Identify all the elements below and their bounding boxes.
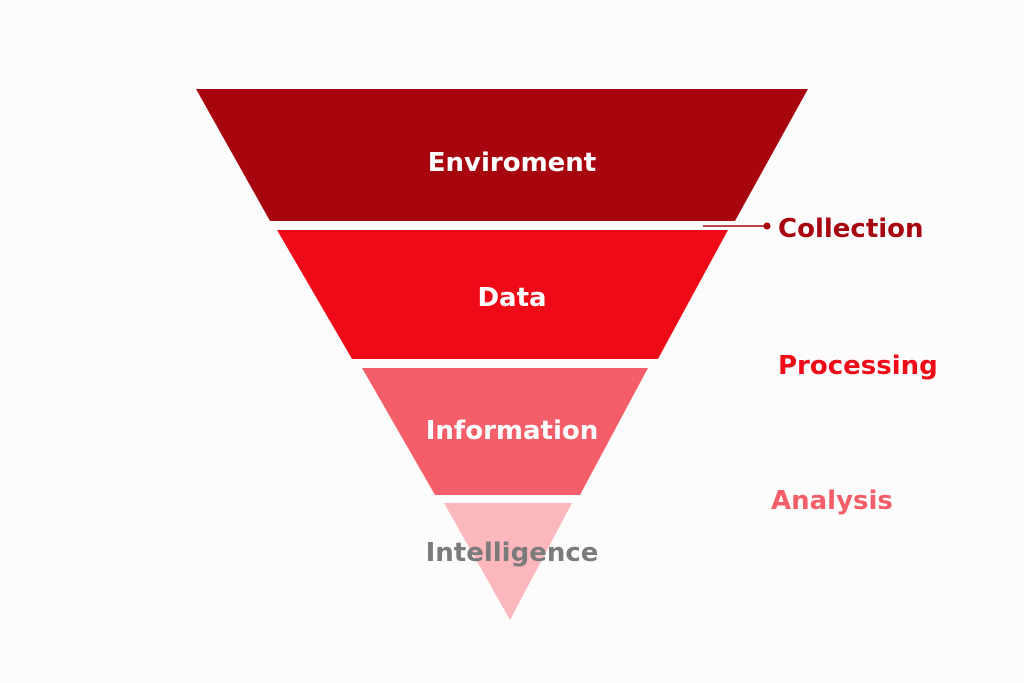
stage-label-collection: Collection — [778, 214, 924, 244]
layer-label-enviroment: Enviroment — [428, 148, 596, 178]
funnel-layer-intelligence — [444, 503, 572, 620]
stage-label-analysis: Analysis — [771, 486, 893, 516]
layer-label-intelligence: Intelligence — [426, 538, 599, 568]
funnel-layer-enviroment — [196, 89, 808, 221]
layer-label-data: Data — [477, 283, 546, 313]
funnel-layer-information — [362, 368, 648, 495]
layer-label-information: Information — [426, 416, 599, 446]
funnel-layer-data — [277, 230, 728, 359]
stage-label-processing: Processing — [778, 351, 938, 381]
collection-connector-dot — [763, 222, 771, 230]
